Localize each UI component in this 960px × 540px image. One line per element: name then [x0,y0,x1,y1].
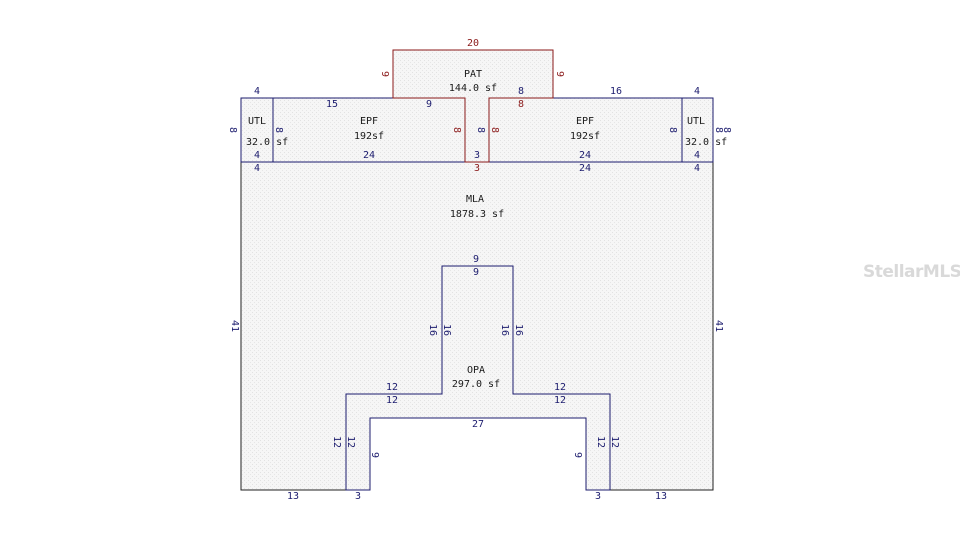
dim-opa-leg-l-in: 12 [345,436,356,448]
dim-pat-bottom-left: 9 [426,99,432,110]
dim-utl-r-bottom: 4 [694,150,700,161]
utl-left-outline [240,97,274,163]
dim-epf-r-under: 24 [579,163,591,174]
dim-bottom-right: 13 [655,491,667,502]
dim-opa-stem-l-out: 16 [427,324,438,336]
epf-right-area: 192sf [570,131,600,142]
epf-left-name: EPF [360,116,378,127]
epf-right-name: EPF [576,116,594,127]
dim-epf-r-top: 16 [610,86,622,97]
dim-pat-top: 20 [467,38,479,49]
dim-utl-l-top: 4 [254,86,260,97]
dim-opa-inner-l: 9 [369,452,380,458]
opa-area: 297.0 sf [452,379,500,390]
pat-outline [392,49,554,163]
dim-opa-stem-r-in: 16 [499,324,510,336]
dim-opa-arm-r-bot: 12 [554,395,566,406]
mla-area: 1878.3 sf [450,209,504,220]
utl-right-area: 32.0 sf [685,137,727,148]
dim-opa-leg-r-out: 12 [609,436,620,448]
dim-utl-r-top: 4 [694,86,700,97]
dim-epf-r-bottom: 24 [579,150,591,161]
utl-right-name: UTL [687,116,705,127]
stellarmls-watermark: StellarMLS [863,262,960,282]
dim-opa-arm-r-top: 12 [554,382,566,393]
dim-epf-l-bottom: 24 [363,150,375,161]
dim-pat-gap-left: 8 [451,127,462,133]
pat-area: 144.0 sf [449,83,497,94]
utl-right-outline [681,97,714,163]
dim-epf-l-right: 8 [475,127,486,133]
dim-bottom-r-foot: 3 [595,491,601,502]
dim-gap-bottom: 3 [474,150,480,161]
dim-pat-left: 9 [379,71,390,77]
dim-epf-l-top: 15 [326,99,338,110]
epf-right-outline [488,97,683,163]
dim-opa-leg-r-in: 12 [595,436,606,448]
dim-opa-leg-l-out: 12 [331,436,342,448]
dim-utl-l-under: 4 [254,163,260,174]
dim-utl-r-under: 4 [694,163,700,174]
opa-name: OPA [467,365,485,376]
dim-utl-r-right: 8 [721,127,732,133]
dim-mla-right: 41 [713,320,724,332]
dim-utl-l-bottom: 4 [254,150,260,161]
dim-opa-top-out: 9 [473,254,479,265]
dim-pat-bottom-right: 8 [518,99,524,110]
dim-mla-left: 41 [229,320,240,332]
dim-bottom-left: 13 [287,491,299,502]
dim-opa-top-in: 9 [473,267,479,278]
dim-pat-right: 9 [554,71,565,77]
dim-opa-inner-top: 27 [472,419,484,430]
dim-epf-r-right: 8 [667,127,678,133]
utl-left-area: 32.0 sf [246,137,288,148]
dim-utl-l-right: 8 [273,127,284,133]
dim-opa-arm-l-top: 12 [386,382,398,393]
mla-name: MLA [466,194,484,205]
epf-left-outline [272,97,466,163]
dim-utl-l-left: 8 [227,127,238,133]
dim-pat-gap-bottom: 3 [474,163,480,174]
dim-opa-inner-r: 9 [572,452,583,458]
dim-bottom-l-foot: 3 [355,491,361,502]
opa-outline [345,265,611,491]
dim-opa-stem-l-in: 16 [441,324,452,336]
dim-opa-arm-l-bot: 12 [386,395,398,406]
epf-left-area: 192sf [354,131,384,142]
dim-utl-r-left: 8 [713,127,724,133]
utl-left-name: UTL [248,116,266,127]
dim-opa-stem-r-out: 16 [513,324,524,336]
pat-name: PAT [464,69,482,80]
dim-pat-bottom-right-navy: 8 [518,86,524,97]
dim-pat-gap-right: 8 [489,127,500,133]
